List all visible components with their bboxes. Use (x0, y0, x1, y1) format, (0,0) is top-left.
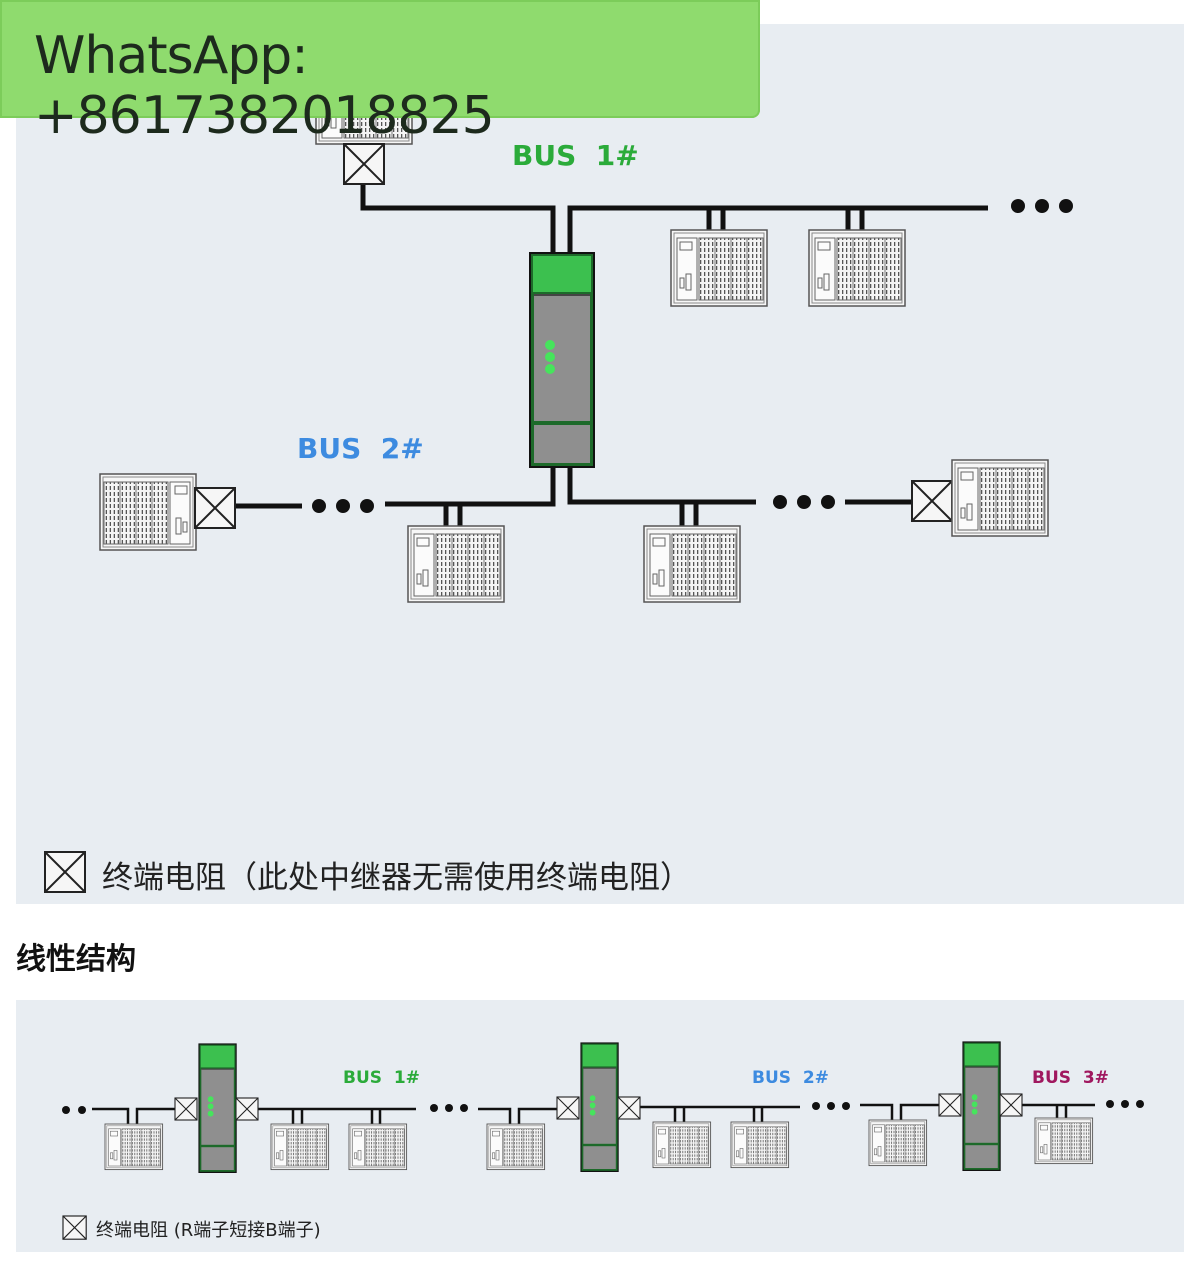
ellipsis-icon (1106, 1100, 1144, 1108)
plc-device-icon (1034, 1117, 1094, 1165)
terminal-resistor-icon (911, 480, 953, 522)
bottom-diagram: BUS 1# BUS 2# BUS 3# (62, 1041, 1144, 1174)
terminal-resistor-icon (343, 143, 385, 185)
terminal-resistor-icon (235, 1097, 259, 1121)
plc-device-icon (486, 1123, 546, 1171)
legend-text: 终端电阻 (R端子短接B端子) (96, 1220, 321, 1241)
terminal-resistor-icon (999, 1093, 1023, 1117)
plc-device-icon (730, 1121, 790, 1169)
repeater-icon (580, 1042, 619, 1173)
terminal-resistor-icon (62, 1215, 87, 1240)
repeater-icon (962, 1041, 1001, 1172)
plc-device-icon (643, 525, 741, 603)
terminal-resistor-icon (556, 1096, 580, 1120)
plc-device-icon (270, 1123, 330, 1171)
bus2-label: BUS 2# (297, 432, 424, 465)
plc-device-icon (99, 473, 197, 551)
terminal-resistor-icon (174, 1097, 198, 1121)
ellipsis-icon (812, 1102, 850, 1110)
ellipsis-icon (773, 495, 835, 509)
plc-device-icon (951, 459, 1049, 537)
bus3-label: BUS 3# (1032, 1068, 1109, 1088)
repeater-icon (529, 252, 595, 468)
ellipsis-icon (62, 1106, 86, 1114)
bus1-label: BUS 1# (512, 139, 639, 172)
ellipsis-icon (312, 499, 374, 513)
bus2-label: BUS 2# (752, 1068, 829, 1088)
terminal-resistor-icon (617, 1096, 641, 1120)
bus-wires (234, 184, 988, 530)
bus1-label: BUS 1# (343, 1068, 420, 1088)
repeater-icon (198, 1043, 237, 1174)
ellipsis-icon (430, 1104, 468, 1112)
watermark-banner: WhatsApp: +8617382018825 (0, 0, 760, 146)
section-heading: 线性结构 (16, 942, 136, 977)
terminal-resistor-icon (194, 487, 236, 529)
terminal-resistor-icon (938, 1093, 962, 1117)
terminal-resistor-icon (44, 851, 86, 893)
plc-device-icon (808, 229, 906, 307)
plc-device-icon (670, 229, 768, 307)
plc-device-icon (104, 1123, 164, 1171)
legend-text: 终端电阻（此处中继器无需使用终端电阻） (102, 860, 691, 896)
ellipsis-icon (1011, 199, 1073, 213)
watermark-text: WhatsApp: +8617382018825 (34, 26, 495, 146)
plc-device-icon (348, 1123, 408, 1171)
top-diagram: BUS 1# BUS 2# (99, 67, 1073, 603)
plc-device-icon (868, 1119, 928, 1167)
plc-device-icon (652, 1121, 712, 1169)
plc-device-icon (407, 525, 505, 603)
